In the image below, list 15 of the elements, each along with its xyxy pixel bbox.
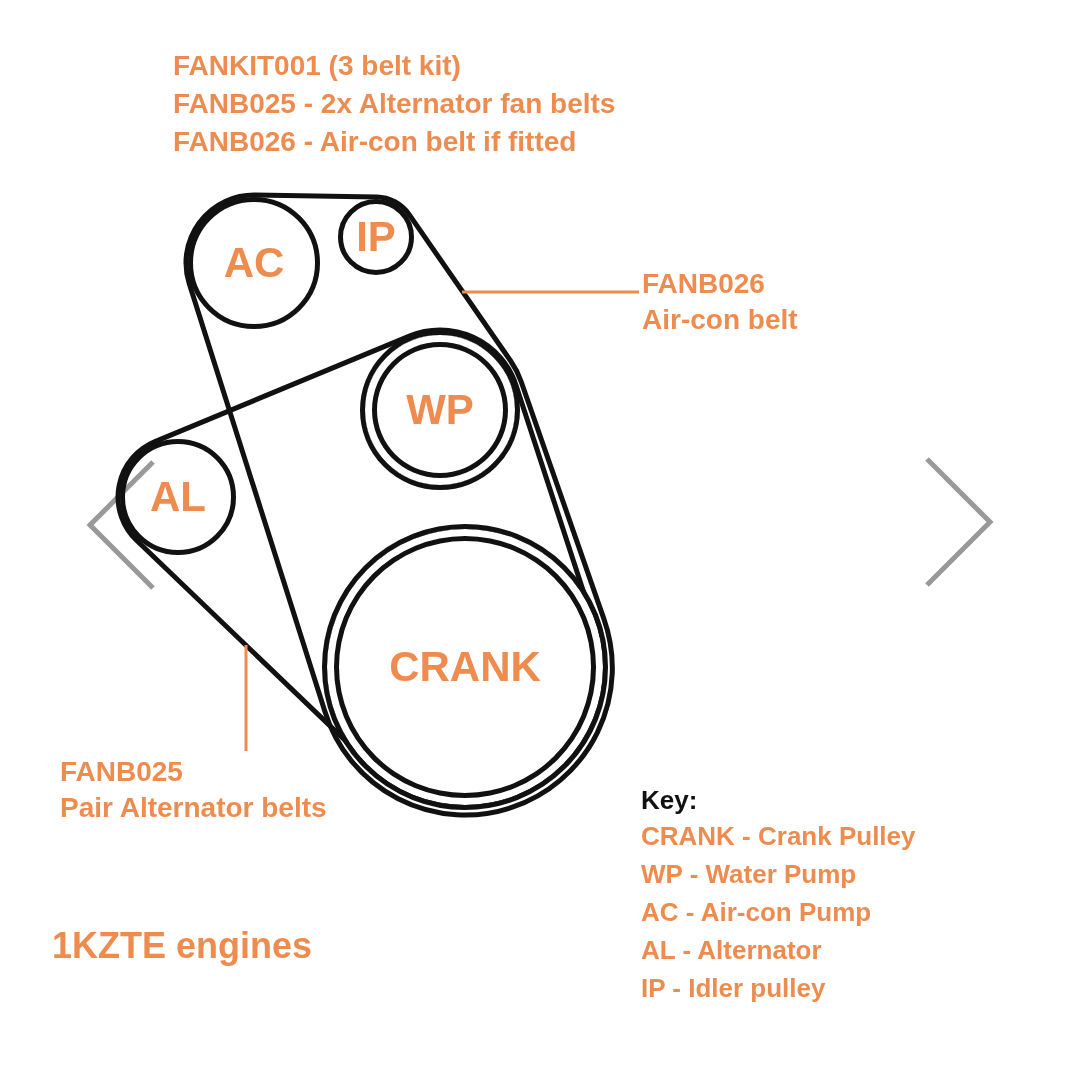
key-item: AL - Alternator bbox=[641, 935, 822, 966]
engine-caption: 1KZTE engines bbox=[52, 925, 313, 967]
leader-line bbox=[462, 290, 639, 294]
key-item: CRANK - Crank Pulley bbox=[641, 821, 916, 852]
title-text: FANKIT001 (3 belt kit) bbox=[173, 50, 461, 82]
key-item: AC - Air-con Pump bbox=[641, 897, 872, 928]
key-item: WP - Water Pump bbox=[641, 859, 857, 890]
key-heading: Key: bbox=[641, 785, 698, 816]
key-item: IP - Idler pulley bbox=[641, 973, 826, 1004]
leader-line bbox=[244, 645, 248, 751]
title-text: FANB026 - Air-con belt if fitted bbox=[173, 126, 577, 158]
leader-text: FANB026 bbox=[642, 267, 766, 301]
title-text: FANB025 - 2x Alternator fan belts bbox=[173, 88, 616, 120]
leader-text: Air-con belt bbox=[642, 303, 798, 338]
leader-text: FANB025 bbox=[60, 755, 184, 789]
